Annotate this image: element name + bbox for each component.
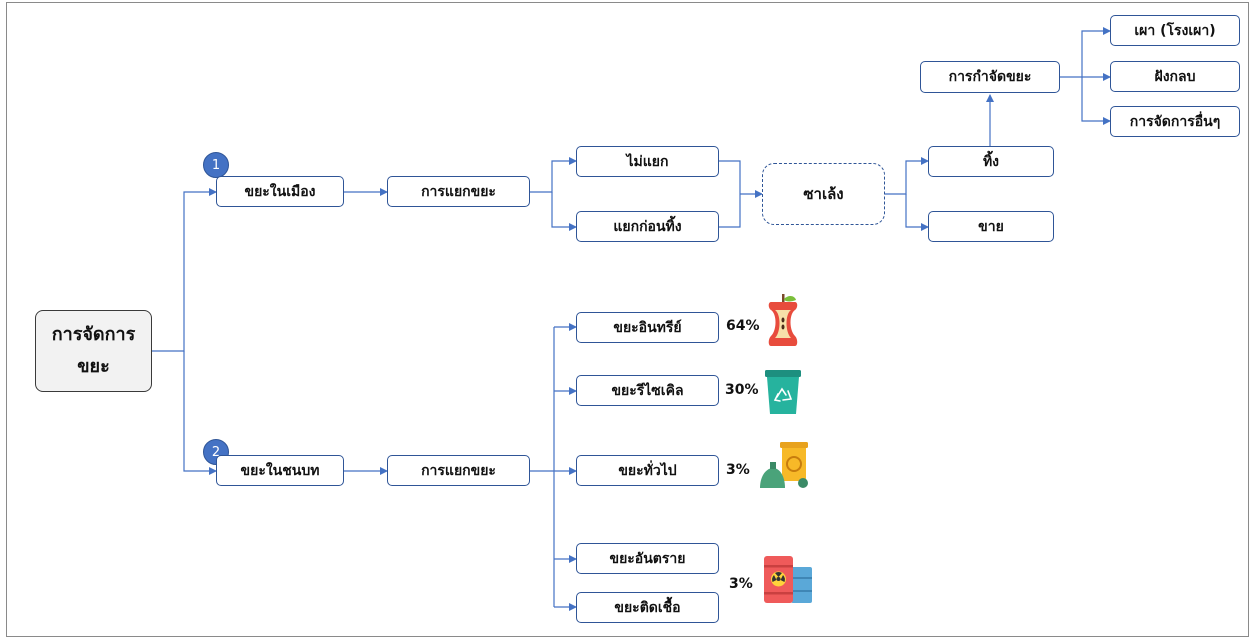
disposal-landfill-node: ฝังกลบ: [1110, 61, 1240, 92]
not-sorted-node: ไม่แยก: [576, 146, 719, 177]
disposal-incineration-node: เผา (โรงเผา): [1110, 15, 1240, 46]
recycle-bin-icon: [765, 370, 801, 414]
urban-sorting-node: การแยกขยะ: [387, 176, 530, 207]
root-node: การจัดการ ขยะ: [35, 310, 152, 392]
sorted-before-discard-node: แยกก่อนทิ้ง: [576, 211, 719, 242]
root-label-line1: การจัดการ: [51, 323, 136, 345]
diagram-frame: [6, 2, 1249, 637]
apple-core-icon: [768, 294, 798, 346]
sell-node: ขาย: [928, 211, 1054, 242]
organic-percent: 64%: [726, 318, 760, 334]
waste-buyer-node: ซาเล้ง: [762, 163, 885, 225]
waste-disposal-node: การกำจัดขยะ: [920, 61, 1060, 93]
general-waste-node: ขยะทั่วไป: [576, 455, 719, 486]
hazardous-barrel-icon: [764, 556, 812, 603]
rural-waste-node: ขยะในชนบท: [216, 455, 344, 486]
hazardous-waste-node: ขยะอันตราย: [576, 543, 719, 574]
infectious-waste-node: ขยะติดเชื้อ: [576, 592, 719, 623]
urban-waste-node: ขยะในเมือง: [216, 176, 344, 207]
recyclable-percent: 30%: [725, 382, 759, 398]
badge-urban: 1: [203, 152, 229, 178]
general-waste-bin-icon: [760, 442, 808, 488]
disposal-other-node: การจัดการอื่นๆ: [1110, 106, 1240, 137]
rural-sorting-node: การแยกขยะ: [387, 455, 530, 486]
root-label-line2: ขยะ: [77, 356, 110, 377]
organic-waste-node: ขยะอินทรีย์: [576, 312, 719, 343]
general-percent: 3%: [726, 462, 750, 478]
hazard-infectious-percent: 3%: [729, 576, 753, 592]
recyclable-waste-node: ขยะรีไซเคิล: [576, 375, 719, 406]
discard-node: ทิ้ง: [928, 146, 1054, 177]
